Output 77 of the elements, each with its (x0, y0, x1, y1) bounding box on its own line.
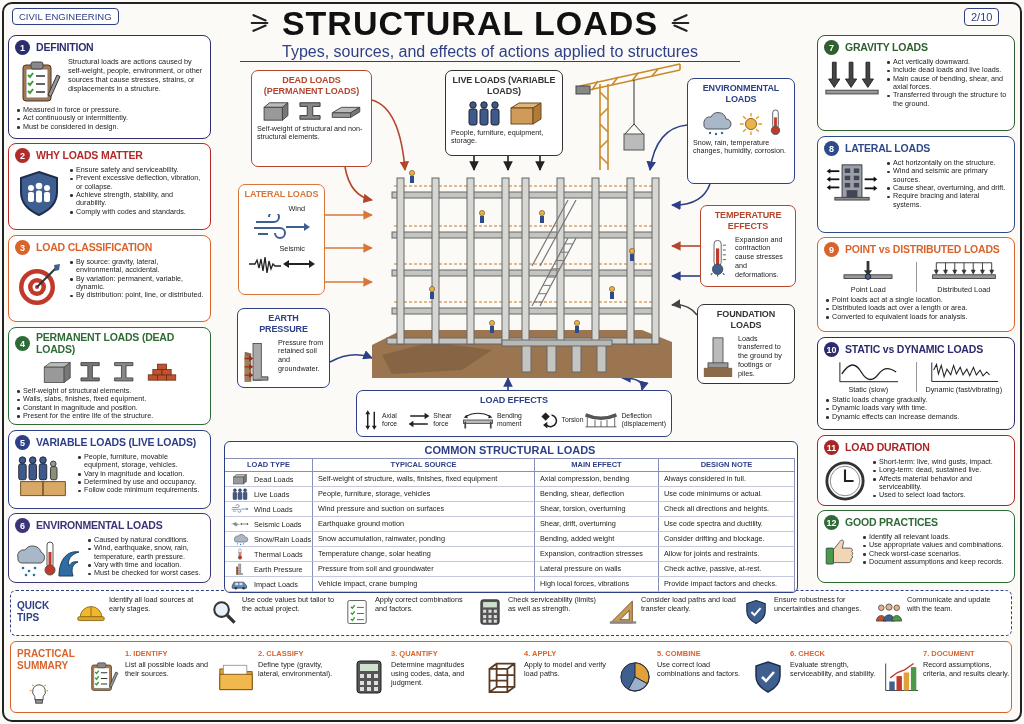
card-title: GRAVITY LOADS (845, 41, 928, 54)
card-title: LOAD CLASSIFICATION (36, 241, 153, 254)
arrow (469, 155, 479, 171)
building-construction-drawing (372, 170, 672, 378)
callout-box (238, 184, 325, 295)
info-card (8, 143, 211, 230)
table-title: COMMON STRUCTURAL LOADS (225, 442, 795, 459)
info-card (817, 510, 1015, 583)
number-badge: 6 (15, 518, 30, 533)
arrow (671, 299, 698, 316)
arrow (503, 155, 513, 171)
quick-tips-panel (10, 590, 1012, 636)
callout-title: LIVE LOADS (VARIABLE LOADS) (451, 75, 557, 97)
category-badge: CIVIL ENGINEERING (12, 8, 119, 25)
arrow (324, 243, 373, 253)
card-title: GOOD PRACTICES (845, 516, 938, 529)
info-card (8, 327, 211, 425)
info-card (8, 513, 211, 583)
info-card (8, 430, 211, 509)
info-card (817, 136, 1015, 233)
callout-box (445, 70, 563, 156)
callout-box (700, 205, 796, 287)
number-badge: 4 (15, 336, 30, 352)
callout-title: DEAD LOADS (PERMANENT LOADS) (262, 75, 361, 97)
card-title: STATIC vs DYNAMIC LOADS (845, 343, 983, 356)
practical-summary-panel (10, 641, 1012, 713)
card-title: LOAD DURATION (845, 441, 930, 454)
callout-box (687, 78, 795, 184)
number-badge: 2 (15, 148, 30, 163)
arrow (324, 210, 373, 220)
number-badge: 1 (15, 40, 30, 55)
panel-title: QUICK TIPS (17, 600, 51, 623)
number-badge: 12 (824, 515, 839, 530)
callout-title: EARTH PRESSURE (258, 313, 309, 335)
callout-box (356, 390, 672, 437)
arrow (646, 124, 688, 171)
callout-title: TEMPERATURE EFFECTS (713, 210, 783, 232)
arrow (371, 99, 409, 171)
subtitle: Types, sources, and effects of actions applied to structures (240, 42, 740, 62)
arrow (671, 241, 701, 251)
page-number-badge: 2/10 (964, 8, 1000, 26)
number-badge: 7 (824, 40, 839, 55)
panel-title: PRACTICAL SUMMARY (17, 648, 76, 671)
callout-box (697, 304, 795, 384)
info-card (817, 35, 1015, 131)
arrow (671, 183, 711, 210)
card-title: WHY LOADS MATTER (36, 149, 143, 162)
number-badge: 8 (824, 141, 839, 156)
card-title: DEFINITION (36, 41, 94, 54)
arrow (671, 271, 701, 281)
card-title: ENVIRONMENTAL LOADS (36, 519, 163, 532)
arrow (324, 277, 373, 287)
arrow (344, 166, 373, 203)
arrow (503, 377, 513, 391)
info-card (8, 235, 211, 322)
info-card (817, 337, 1015, 430)
callout-title: FOUNDATION LOADS (715, 309, 777, 331)
number-badge: 3 (15, 240, 30, 255)
callout-title: LOAD EFFECTS (479, 395, 549, 406)
number-badge: 11 (824, 440, 839, 455)
callout-title: LATERAL LOADS (244, 189, 319, 200)
info-card (8, 35, 211, 139)
card-title: PERMANENT LOADS (DEAD LOADS) (36, 332, 176, 356)
number-badge: 9 (824, 242, 839, 257)
card-title: LATERAL LOADS (845, 142, 931, 155)
number-badge: 5 (15, 435, 30, 450)
info-card (817, 237, 1015, 332)
card-title: POINT vs DISTRIBUTED LOADS (845, 243, 1000, 256)
arrow (329, 350, 373, 363)
callout-box (251, 70, 372, 167)
callout-title: ENVIRONMENTAL LOADS (701, 83, 781, 105)
page-title: STRUCTURAL LOADS (280, 4, 660, 43)
arrow (535, 155, 545, 171)
card-title: VARIABLE LOADS (LIVE LOADS) (36, 436, 197, 449)
number-badge: 10 (824, 342, 839, 357)
info-card (817, 435, 1015, 506)
callout-box (237, 308, 330, 388)
